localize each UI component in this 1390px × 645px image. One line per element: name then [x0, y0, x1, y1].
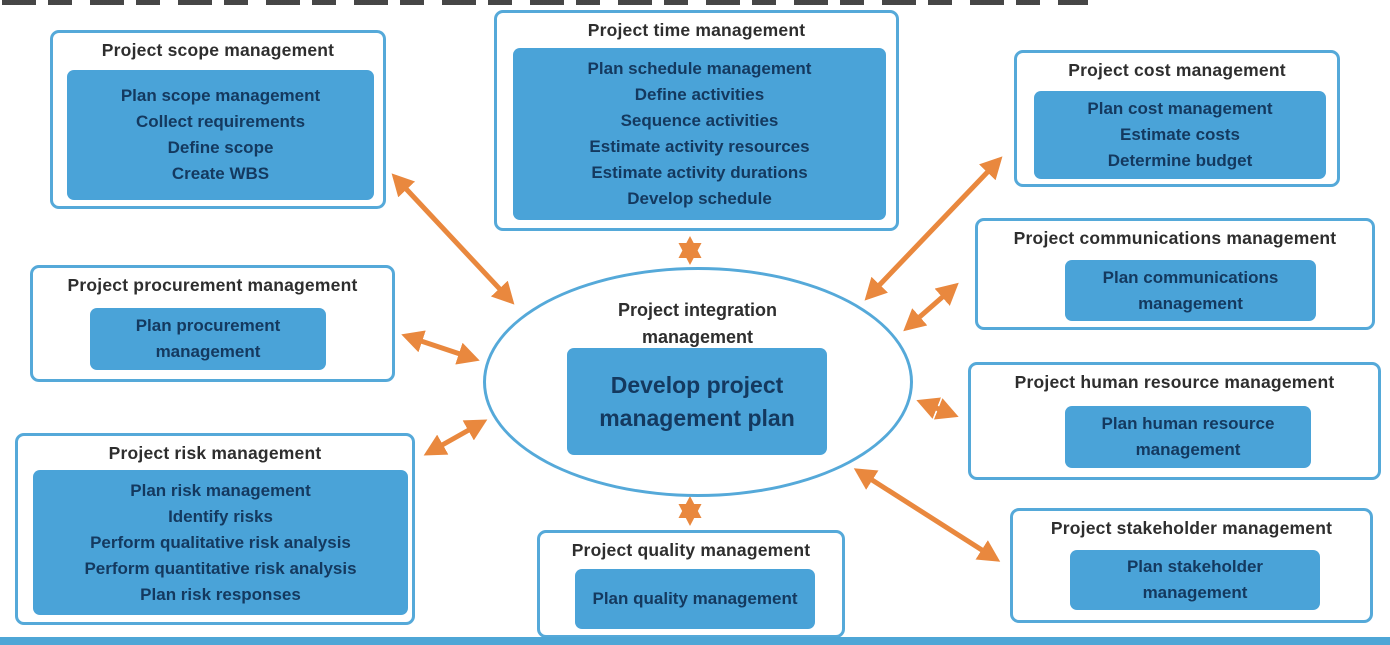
process-item: Plan procurement management	[135, 316, 281, 361]
panel-title: Project cost management	[1068, 60, 1286, 80]
panel-human-resource-management: Project human resource management Plan h…	[968, 362, 1381, 480]
arrow-integration-human-resource	[916, 397, 959, 420]
panel-scope-management: Project scope management Plan scope mana…	[50, 30, 386, 209]
process-item: Estimate activity durations	[591, 163, 808, 182]
process-item: Plan human resource management	[1101, 414, 1275, 459]
panel-title: Project quality management	[571, 540, 811, 560]
panel-cost-management: Project cost management Plan cost manage…	[1014, 50, 1340, 187]
integration-ellipse	[483, 267, 913, 497]
process-item: Create WBS	[171, 164, 270, 183]
process-item: Perform qualitative risk analysis	[90, 532, 351, 552]
arrow-integration-stakeholder	[853, 468, 1001, 562]
process-item: Plan schedule management	[587, 59, 812, 78]
process-item: Identify risks	[168, 506, 273, 526]
arrow-integration-risk	[423, 419, 488, 456]
process-item: Collect requirements	[135, 112, 306, 131]
process-box: Plan communications management	[1065, 260, 1316, 321]
process-item: Perform quantitative risk analysis	[84, 558, 357, 578]
process-box: Plan stakeholder management	[1070, 550, 1320, 610]
process-item: Plan risk management	[130, 480, 311, 500]
process-item: Plan stakeholder management	[1126, 557, 1264, 602]
process-box: Plan human resource management	[1065, 406, 1311, 468]
arrow-integration-communications	[903, 282, 959, 332]
panel-title: Project human resource management	[1014, 372, 1335, 392]
process-item: Define activities	[634, 85, 765, 104]
panel-time-management: Project time management Plan schedule ma…	[494, 10, 899, 231]
process-item: Plan risk responses	[140, 584, 301, 604]
panel-communications-management: Project communications management Plan c…	[975, 218, 1375, 330]
panel-risk-management: Project risk management Plan risk manage…	[15, 433, 415, 625]
process-item: Sequence activities	[620, 111, 779, 130]
process-item: Define scope	[167, 138, 274, 157]
cropped-title-remnant	[2, 0, 1088, 5]
process-item: Plan quality management	[592, 589, 798, 608]
panel-title: Project stakeholder management	[1050, 518, 1333, 538]
process-item: Estimate costs	[1120, 125, 1240, 144]
panel-title: Project procurement management	[67, 275, 358, 295]
panel-title: Project time management	[587, 20, 806, 40]
arrow-integration-procurement	[401, 330, 480, 365]
cropped-bottom-bar	[0, 637, 1390, 645]
process-item: Plan cost management	[1087, 99, 1273, 118]
process-item: Determine budget	[1107, 151, 1253, 170]
process-item: Plan communications management	[1102, 267, 1279, 313]
process-item: Develop schedule	[627, 189, 772, 208]
process-box: Plan quality management	[575, 569, 815, 629]
process-item: Estimate activity resources	[589, 137, 810, 156]
integration-title: Project integration management	[617, 300, 778, 347]
panel-title: Project scope management	[101, 40, 335, 60]
panel-title: Project communications management	[1013, 228, 1337, 248]
process-box: Plan procurement management	[90, 308, 326, 370]
develop-project-management-plan-box: Develop project management plan	[567, 348, 827, 455]
panel-procurement-management: Project procurement management Plan proc…	[30, 265, 395, 382]
panel-stakeholder-management: Project stakeholder management Plan stak…	[1010, 508, 1373, 623]
process-item: Plan scope management	[120, 86, 321, 105]
panel-title: Project risk management	[108, 443, 322, 463]
panel-quality-management: Project quality management Plan quality …	[537, 530, 845, 638]
